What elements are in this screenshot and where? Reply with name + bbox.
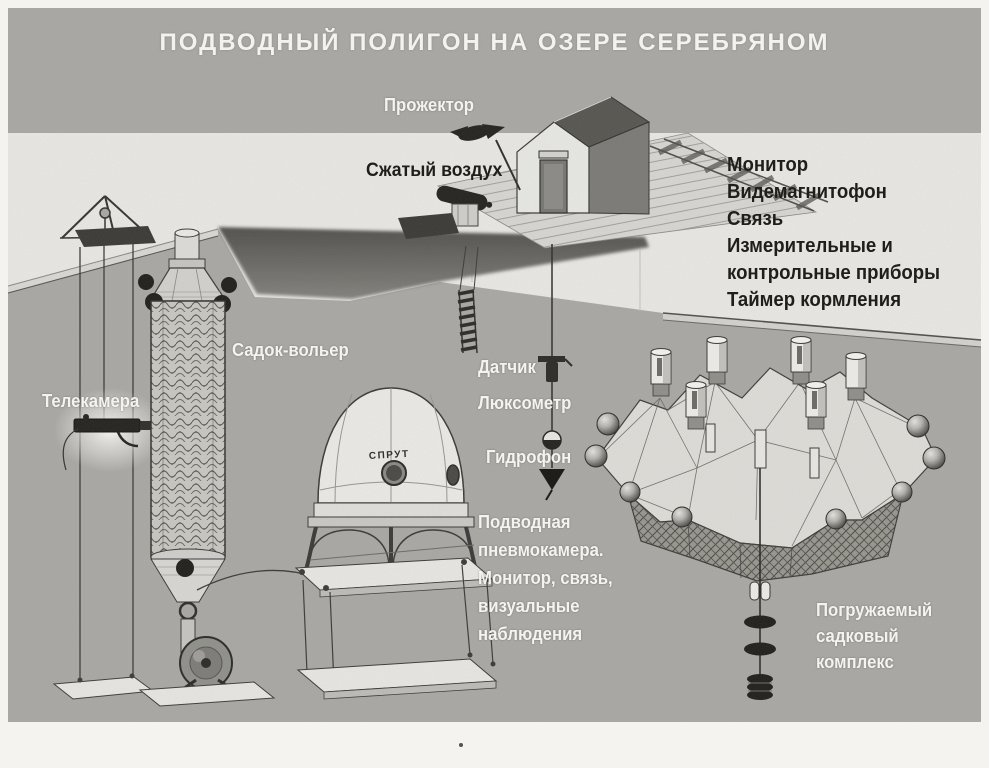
- label-tv-camera: Телекамера: [42, 391, 140, 411]
- scan-speck: [459, 743, 463, 747]
- dome-marking-text: СПРУТ: [369, 449, 410, 462]
- label-line: пневмокамера.: [478, 540, 604, 560]
- label-luxmeter: Люксометр: [478, 393, 572, 413]
- label-line: Связь: [727, 208, 784, 230]
- label-line: комплекс: [816, 652, 894, 672]
- label-hydrophone: Гидрофон: [486, 447, 572, 467]
- diagram-title: ПОДВОДНЫЙ ПОЛИГОН НА ОЗЕРЕ СЕРЕБРЯНОМ: [159, 29, 830, 56]
- label-line: Погружаемый: [816, 600, 933, 620]
- label-line: Видемагнитофон: [727, 181, 887, 203]
- label-line: садковый: [816, 626, 899, 646]
- label-pneumo-chamber: Подводная пневмокамера. Монитор, связь, …: [478, 508, 613, 648]
- label-line: Монитор: [727, 154, 809, 176]
- label-compressed-air: Сжатый воздух: [366, 160, 503, 181]
- label-line: визуальные: [478, 596, 580, 616]
- label-submersible-complex: Погружаемый садковый комплекс: [816, 597, 932, 675]
- side-porthole: [446, 464, 460, 486]
- label-sensor: Датчик: [478, 357, 536, 377]
- label-cage-enclosure: Садок-вольер: [232, 340, 349, 360]
- label-line: Монитор, связь,: [478, 568, 613, 588]
- label-projector: Прожектор: [384, 95, 475, 115]
- label-line: контрольные приборы: [727, 262, 941, 284]
- label-line: Таймер кормления: [727, 289, 902, 311]
- label-surface-equipment: Монитор Видемагнитофон Связь Измерительн…: [727, 152, 940, 314]
- label-line: Подводная: [478, 512, 571, 532]
- label-line: наблюдения: [478, 624, 583, 644]
- hut-transom: [538, 150, 569, 159]
- sensor-device: [538, 356, 565, 362]
- label-line: Измерительные и: [727, 235, 893, 257]
